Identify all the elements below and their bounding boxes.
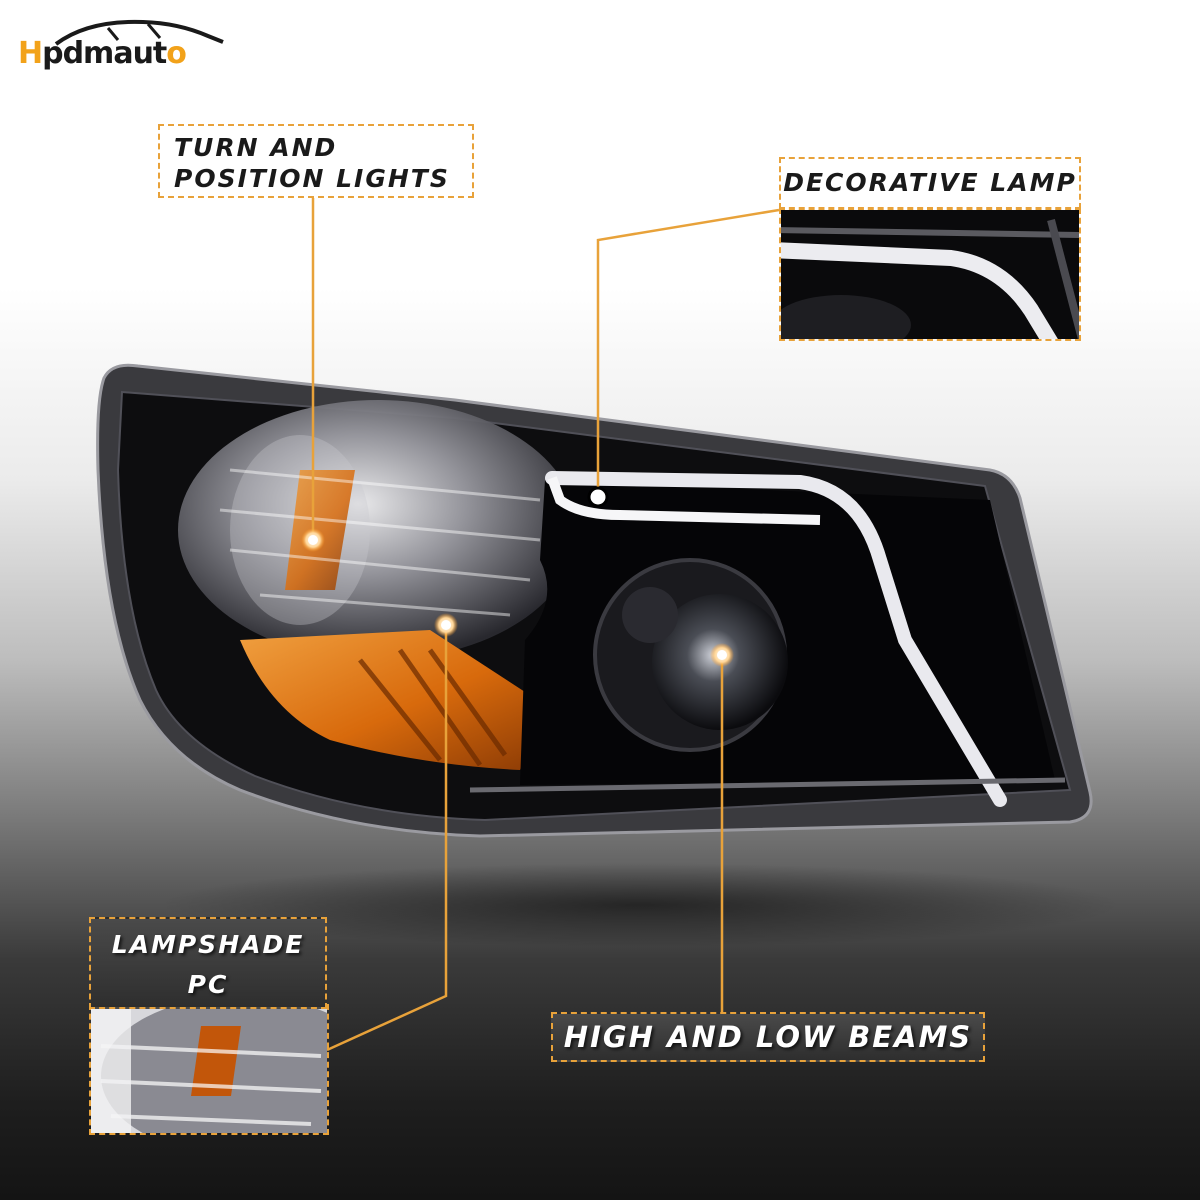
lampshade-label-line2: PC	[187, 970, 229, 999]
lower-trim	[469, 777, 1066, 793]
leader-lines	[311, 198, 780, 1052]
callout-dots	[301, 486, 734, 667]
lampshade-pc-label: LAMPSHADE PC	[89, 917, 327, 1009]
turn-signal-lens	[178, 400, 578, 660]
decorative-lamp-closeup	[779, 208, 1081, 341]
turn-label-line1: TURN AND	[174, 133, 338, 162]
ground-shadow	[160, 863, 1120, 947]
car-silhouette-icon	[54, 19, 224, 46]
lampshade-label-line1: LAMPSHADE	[111, 930, 305, 959]
lampshade-closeup	[89, 1004, 329, 1135]
brand-name: Hpdmauto	[18, 36, 187, 71]
amber-bulb	[285, 470, 355, 590]
turn-position-lights-label: TURN AND POSITION LIGHTS	[158, 124, 474, 198]
turn-label-line2: POSITION LIGHTS	[174, 164, 450, 193]
high-low-beams-label: HIGH AND LOW BEAMS	[551, 1012, 985, 1062]
decorative-lamp-label: DECORATIVE LAMP	[779, 157, 1081, 209]
brand-logo: Hpdmauto	[18, 14, 224, 78]
led-strip	[545, 471, 1007, 807]
